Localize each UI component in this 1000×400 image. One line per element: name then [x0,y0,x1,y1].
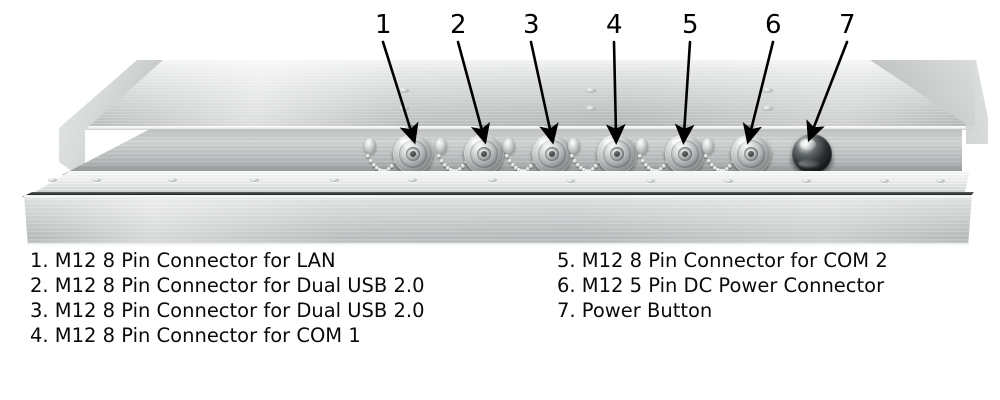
legend-item: 6. M12 5 Pin DC Power Connector [557,274,885,297]
chain-anchor [636,138,648,154]
m12-connector-2[interactable] [461,132,507,178]
product-photo: 1 2 3 4 5 6 7 [22,10,988,246]
deck-screw-mark [398,88,409,93]
legend-item: 5. M12 8 Pin Connector for COM 2 [557,249,888,272]
power-button[interactable] [792,134,832,174]
flange-screw [408,178,417,182]
connector-hub [610,147,624,161]
flange-screw [566,178,575,183]
flange-screw [330,178,339,182]
leader-line-7 [806,40,849,143]
flange-screw [646,178,655,183]
callout-number-5: 5 [682,10,699,40]
chain-anchor [435,138,447,154]
deck-screw-mark [585,106,596,111]
connector-hub [406,147,420,161]
flange-grain-texture [30,171,970,195]
connector-hub [744,147,758,161]
deck-screw-mark [585,88,596,93]
callout-number-1: 1 [375,10,392,40]
deck-screw-mark [762,88,773,93]
callout-number-3: 3 [523,10,540,40]
connector-hub [477,147,491,161]
legend-left-column: 1. M12 8 Pin Connector for LAN 2. M12 8 … [30,248,425,348]
connector-hub [545,147,559,161]
chain-anchor [503,138,515,154]
legend-item: 2. M12 8 Pin Connector for Dual USB 2.0 [30,274,425,297]
leader-line-6 [742,40,775,145]
bezel-top-highlight [24,196,972,198]
chassis-top-edge-highlight [60,126,975,130]
power-button-lower-highlight [798,160,820,167]
flange-screw [92,178,101,182]
chassis-front-bezel [24,195,972,246]
callout-number-7: 7 [839,10,856,40]
leader-line-1 [381,40,419,145]
leader-line-2 [456,40,490,145]
flange-screw [802,178,811,183]
leader-line-5 [674,40,695,145]
chain-anchor [702,138,714,154]
connector-hub [678,147,692,161]
legend-right-column: 5. M12 8 Pin Connector for COM 2 6. M12 … [557,248,888,323]
chassis-front-flange [30,171,970,195]
flange-screw [250,178,259,182]
bezel-sheen-highlight [24,195,972,246]
legend-item: 7. Power Button [557,299,713,322]
flange-screw [48,178,57,182]
chassis-seam-shadow [22,192,974,197]
deck-screw-mark [762,106,773,111]
flange-screw [488,178,497,182]
flange-screw [724,178,733,183]
legend-item: 3. M12 8 Pin Connector for Dual USB 2.0 [30,299,425,322]
legend: 1. M12 8 Pin Connector for LAN 2. M12 8 … [0,248,1000,400]
bezel-grain-texture [24,195,972,246]
flange-screw [168,178,177,182]
callout-number-4: 4 [606,10,623,40]
leader-line-4 [605,40,626,145]
flange-screw [936,178,945,183]
callout-leader-lines [381,40,849,145]
chain-anchor [364,138,376,154]
legend-item: 1. M12 8 Pin Connector for LAN [30,249,336,272]
metal-sheen-highlight [60,60,975,128]
bezel-bottom-highlight [28,243,968,246]
callout-number-2: 2 [450,10,467,40]
power-button-highlight [800,139,816,150]
callout-number-6: 6 [765,10,782,40]
chain-anchor [568,138,580,154]
legend-item: 4. M12 8 Pin Connector for COM 1 [30,324,361,347]
flange-screw [880,178,889,183]
chassis-top-deck [60,60,975,128]
leader-line-3 [529,40,559,145]
